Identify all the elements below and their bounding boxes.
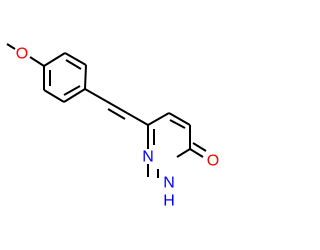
- benzene-double-bond-inner: [65, 59, 82, 70]
- benzene-bond-c3-c4: [84, 64, 87, 90]
- ring-double-bond-inner: [169, 119, 186, 129]
- carbonyl-double-bond: [189, 148, 204, 158]
- benzene-bond-c1-c2: [43, 52, 66, 67]
- methyl-o-bond: [6, 43, 16, 50]
- pyridazinone-ring: [147, 112, 191, 178]
- benzene-bond-c5-c6: [43, 89, 65, 103]
- nh-nitrogen-label: N: [163, 175, 175, 192]
- carbonyl-double-bond: [192, 142, 207, 152]
- vinyl-double-bond: [105, 100, 128, 114]
- ring-bond-c3-n2: [176, 148, 191, 158]
- benzene-bond-c2-c3: [64, 52, 87, 66]
- o-aryl-bond: [29, 56, 45, 67]
- methoxy-oxygen-label: O: [16, 46, 28, 63]
- aryl-vinyl-bond: [84, 88, 107, 102]
- ring-bond-c5-c4: [168, 112, 191, 126]
- vinyl-ring-bond: [126, 112, 149, 126]
- benzene-double-bond-inner: [63, 85, 81, 96]
- ring-nitrogen-label: N: [142, 149, 154, 166]
- molecule-structure-diagram: O N N H O: [6, 43, 219, 210]
- ring-bond-c6-c5: [147, 112, 170, 126]
- carbonyl-oxygen-label: O: [207, 153, 219, 170]
- benzene-ring: [43, 52, 87, 103]
- vinyl-double-bond-inner: [107, 108, 126, 120]
- nh-hydrogen-label: H: [163, 193, 175, 210]
- benzene-bond-c4-c5: [63, 88, 86, 103]
